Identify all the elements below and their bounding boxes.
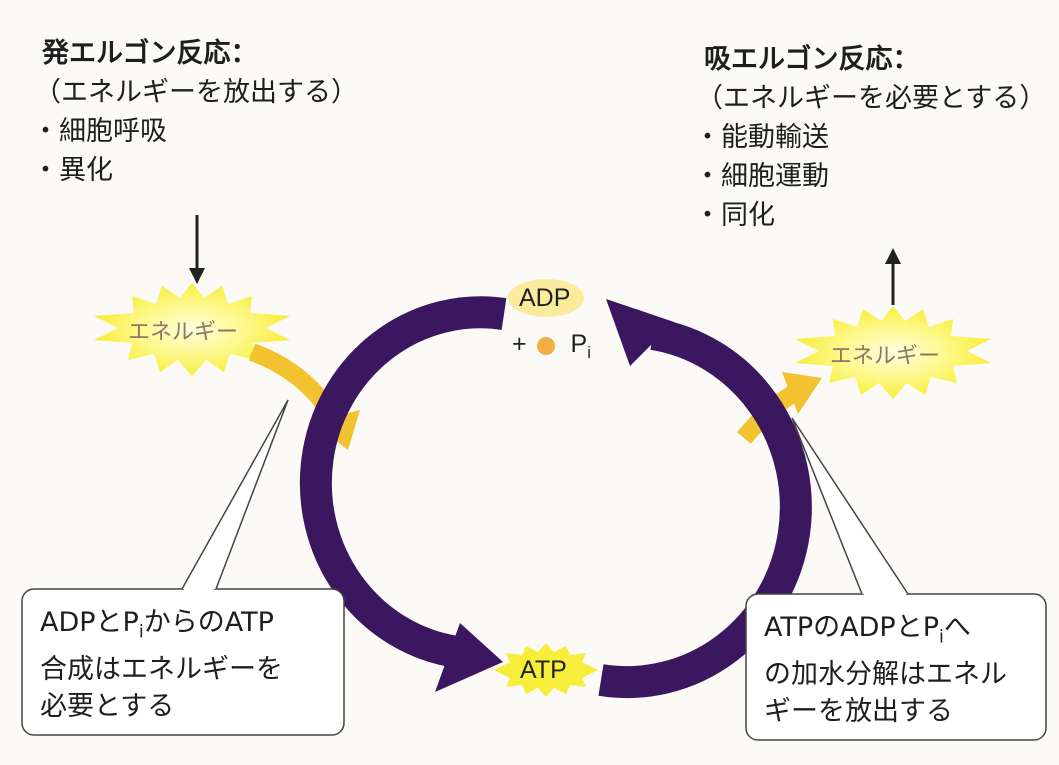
pi-label: + Pi [512,330,591,363]
endergonic-item: 能動輸送 [704,118,1046,157]
callout-left-pointer [181,399,289,590]
pi-subscript: i [587,344,591,362]
endergonic-item: 同化 [704,196,1046,235]
synthesis-arc [299,296,507,692]
endergonic-title: 吸エルゴン反応： [704,44,920,75]
atp-label: ATP [520,656,567,684]
callout-right-line2: の加水分解はエネル [764,659,1007,691]
exergonic-block: 発エルゴン反応： （エネルギーを放出する） 細胞呼吸 異化 [34,34,358,190]
input-arrow [189,215,205,284]
endergonic-item: 細胞運動 [704,157,1046,196]
hydrolysis-arc [598,299,812,699]
exergonic-subtitle: （エネルギーを放出する） [34,77,358,108]
adp-label: ADP [519,284,571,312]
adp-ellipse [508,279,584,317]
endergonic-block: 吸エルゴン反応： （エネルギーを必要とする） 能動輸送 細胞運動 同化 [696,40,1046,235]
callout-left-line2: 合成はエネルギーを [40,654,283,686]
callout-right-pointer [791,417,909,595]
callout-left-text: ADPとPiからのATP 合成はエネルギーを 必要とする [40,604,283,725]
exergonic-title: 発エルゴン反応： [42,38,258,69]
exergonic-item: 細胞呼吸 [42,112,358,151]
output-arrow [885,248,901,305]
callout-right-line3: ギーを放出する [764,696,953,728]
callout-right-text: ATPのADPとPiへ の加水分解はエネル ギーを放出する [764,609,1007,730]
callout-right-line1: ATPのADPとPiへ [764,612,971,648]
callout-left-line1: ADPとPiからのATP [40,607,274,643]
pi-letter: P [570,330,588,358]
pi-dot [537,337,555,355]
energy-label-right: エネルギー [830,344,941,369]
atp-starburst [494,643,598,697]
energy-starburst-left [94,283,290,376]
endergonic-subtitle: （エネルギーを必要とする） [696,83,1047,114]
pi-plus: + [512,330,527,358]
callout-left-line3: 必要とする [40,691,175,723]
exergonic-item: 異化 [42,151,358,190]
energy-label-left: エネルギー [128,320,239,345]
energy-starburst-right [795,306,991,399]
